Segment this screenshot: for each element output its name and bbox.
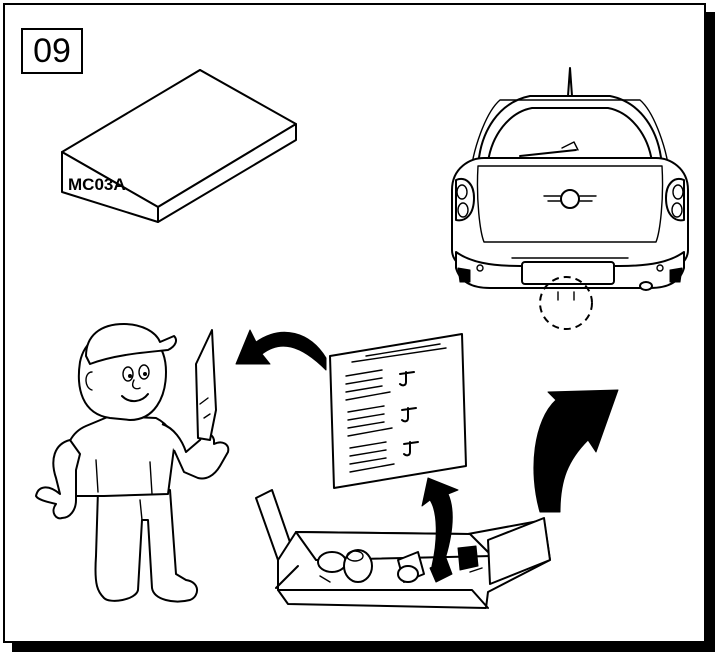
- installer-figure: [36, 324, 228, 602]
- arrow-to-car-icon: [534, 390, 618, 512]
- parts-box-illustration: [256, 490, 550, 608]
- kit-box-label: MC03A: [68, 175, 126, 194]
- arrow-to-installer-icon: [236, 330, 326, 370]
- car-rear-illustration: [452, 68, 688, 329]
- kit-box: MC03A: [62, 70, 296, 222]
- instruction-sheet: [330, 334, 466, 488]
